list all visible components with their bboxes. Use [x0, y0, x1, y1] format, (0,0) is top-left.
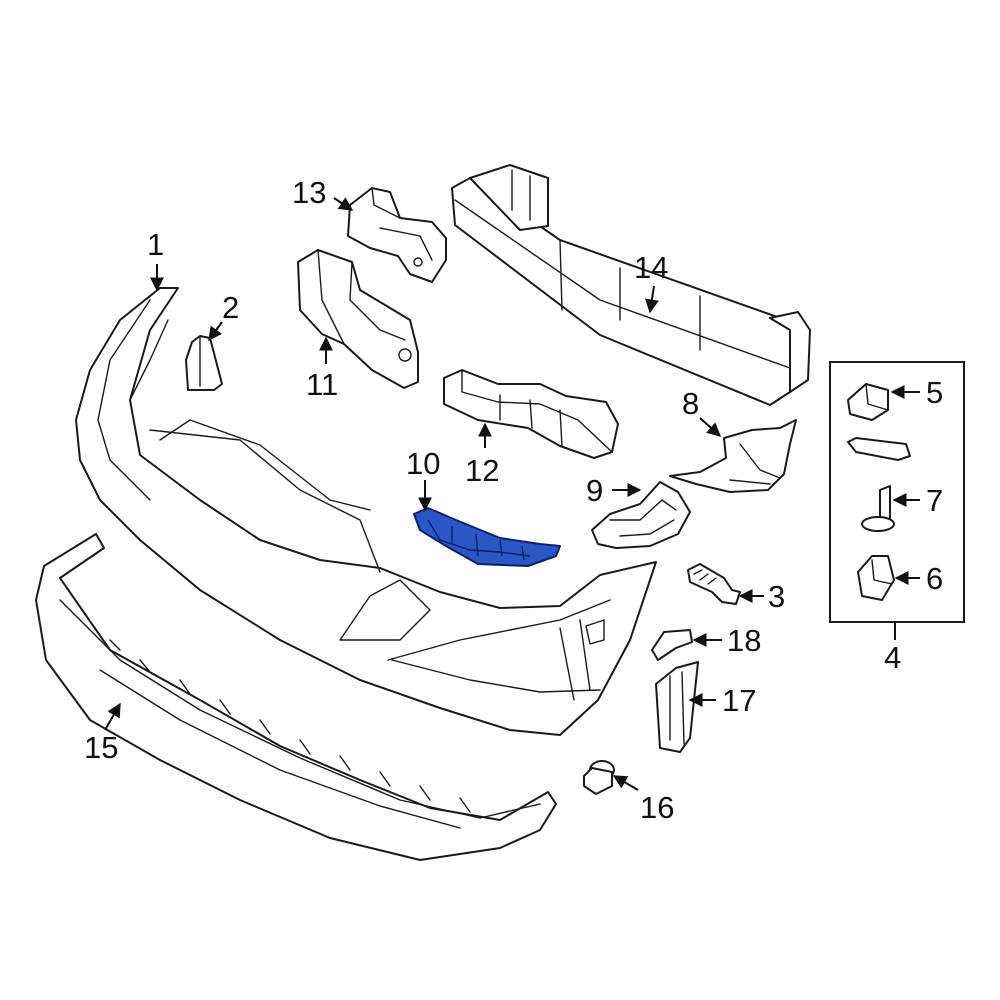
callout-12: 12	[465, 453, 499, 488]
callout-7: 7	[926, 483, 943, 518]
bumper-cover-part	[75, 287, 657, 736]
callout-15: 15	[84, 730, 118, 765]
callout-18: 18	[727, 623, 761, 658]
callout-1: 1	[147, 227, 164, 262]
absorber-bracket-part	[413, 507, 561, 567]
callout-16: 16	[640, 790, 674, 825]
callout-5: 5	[926, 375, 943, 410]
callout-10: 10	[406, 446, 440, 481]
lower-valance-part	[35, 533, 557, 861]
center-bracket-part	[443, 369, 619, 459]
callout-8: 8	[682, 386, 699, 421]
lower-side-bracket-part	[591, 481, 691, 549]
corner-bracket-part	[669, 419, 797, 493]
trim-clip-part	[651, 629, 693, 661]
callout-6: 6	[926, 561, 943, 596]
side-bracket-part	[297, 249, 419, 389]
nut-clip-part-6	[857, 555, 895, 601]
grommet-part	[583, 760, 615, 795]
vertical-bracket-part	[655, 661, 699, 753]
callout-9: 9	[586, 473, 603, 508]
callout-labels: 1 2 3 4 5 6 7 8 9 10 11 12 13 14 15 16 1…	[84, 175, 943, 825]
callout-17: 17	[722, 683, 756, 718]
upper-bracket-part	[347, 187, 447, 283]
leader-lines	[104, 197, 920, 791]
side-trim-part	[185, 335, 223, 391]
callout-11: 11	[306, 367, 338, 402]
callout-3: 3	[768, 579, 785, 614]
hardware-kit-box	[829, 361, 965, 640]
callout-14: 14	[634, 250, 668, 285]
callout-13: 13	[292, 175, 326, 210]
callout-2: 2	[222, 290, 239, 325]
bolt-part	[687, 563, 741, 605]
callout-4: 4	[884, 640, 901, 675]
reinforcement-beam-part	[451, 164, 811, 406]
